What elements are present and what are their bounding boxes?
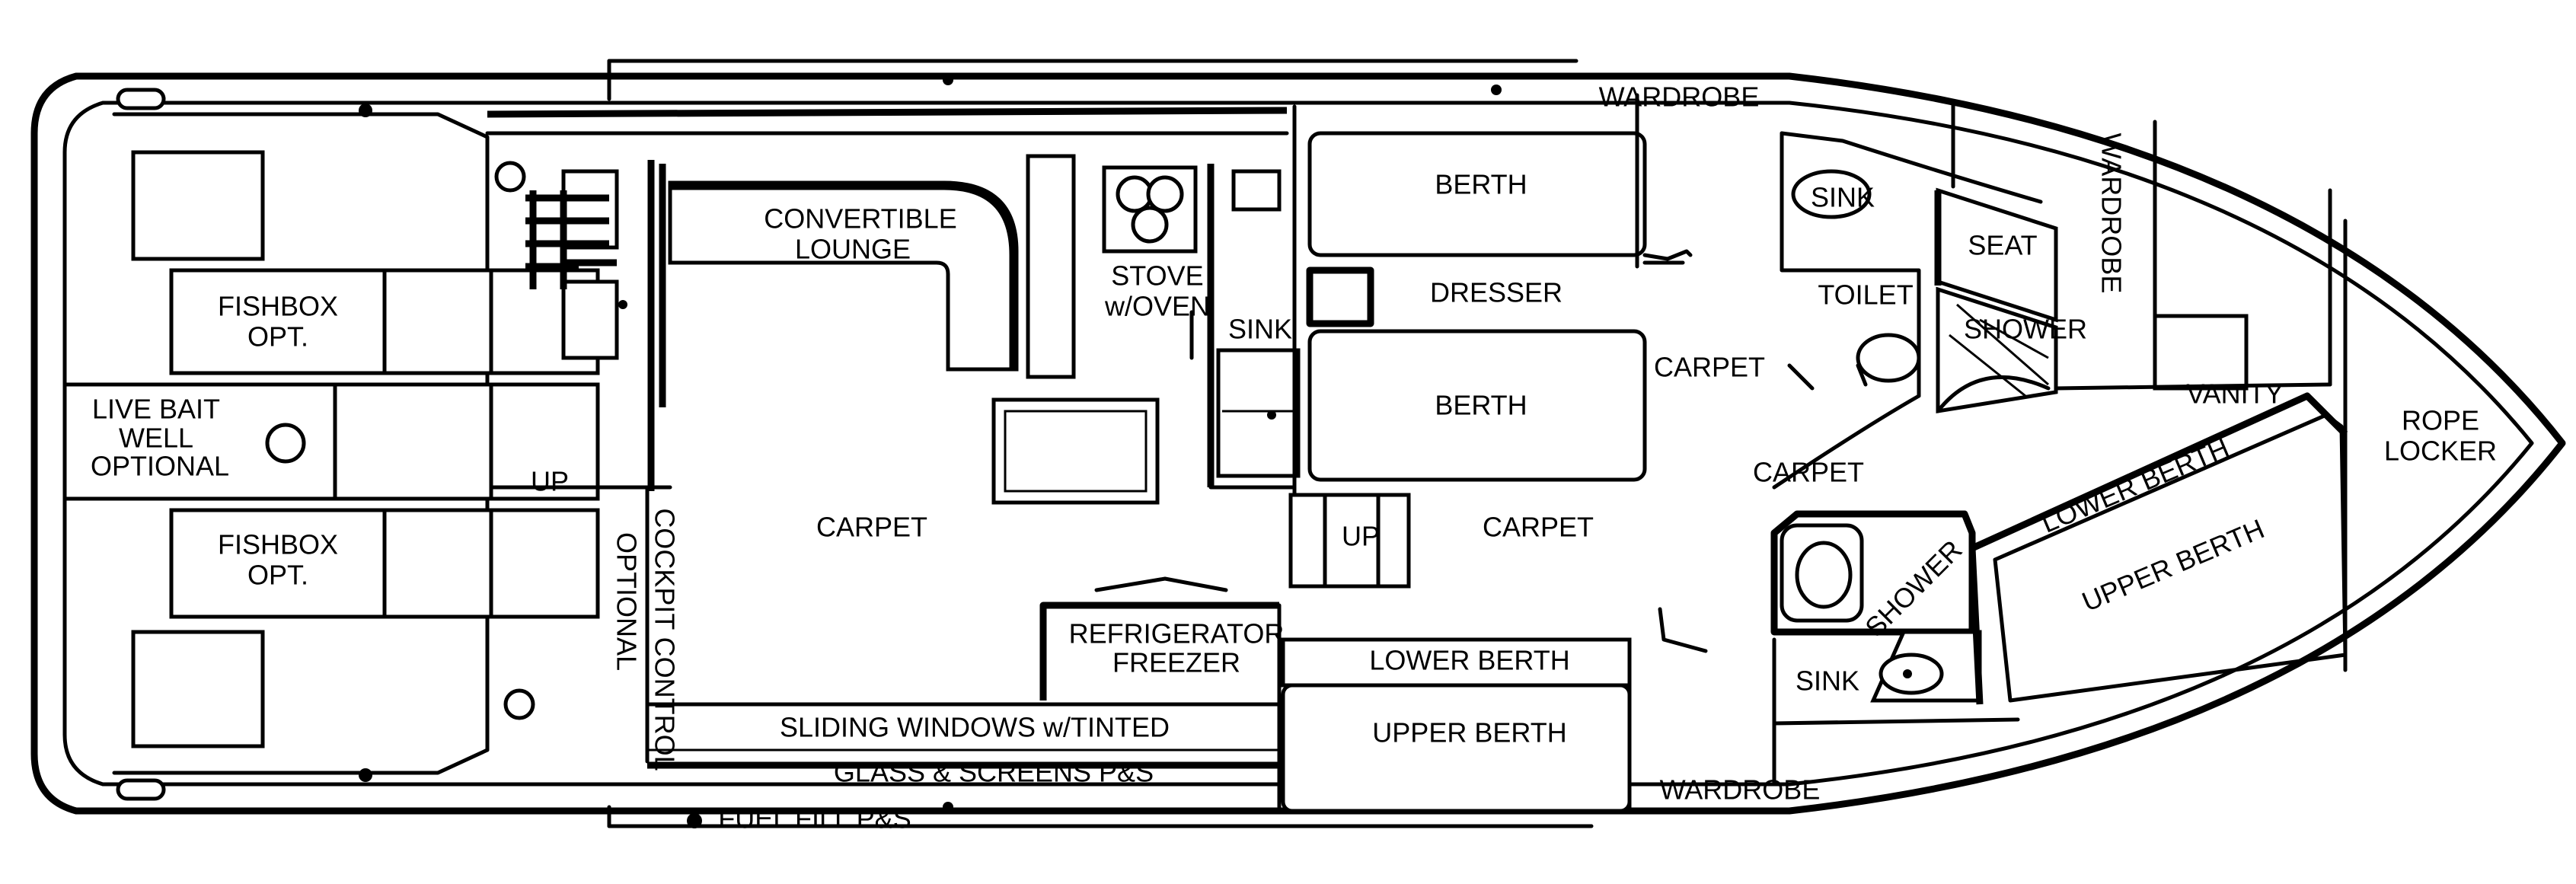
label-fishbox-1a: FISHBOX [218, 291, 338, 322]
label-up-salon: UP [1342, 521, 1380, 552]
label-convertible-lounge-2: LOUNGE [795, 234, 911, 265]
label-upper-berth-fwd: UPPER BERTH [2077, 512, 2268, 618]
mid-cabin [1277, 104, 1708, 813]
label-up-cockpit: UP [531, 466, 569, 497]
label-refrigerator-2: FREEZER [1112, 647, 1240, 678]
fwd-stateroom [1770, 392, 2348, 787]
label-glass-screens: GLASS & SCREENS P&S [834, 757, 1154, 788]
label-lower-berth-fwd: LOWER BERTH [2037, 432, 2233, 539]
label-carpet-salon: CARPET [816, 512, 927, 543]
label-seat: SEAT [1968, 230, 2037, 261]
label-berth-top: BERTH [1435, 169, 1527, 200]
label-sink-galley: SINK [1228, 314, 1292, 345]
label-cockpit-control-2: OPTIONAL [611, 532, 642, 671]
label-wardrobe-bottom: WARDROBE [1660, 774, 1821, 806]
label-shower-fwd: SHOWER [1964, 314, 2087, 345]
label-sink-aft: SINK [1796, 665, 1859, 697]
label-fishbox-1b: OPT. [247, 321, 308, 353]
label-upper-berth-aft: UPPER BERTH [1372, 717, 1566, 748]
label-toilet: TOILET [1818, 279, 1913, 311]
label-berth-mid: BERTH [1435, 390, 1527, 421]
label-dresser: DRESSER [1430, 277, 1563, 308]
label-sliding-windows: SLIDING WINDOWS w/TINTED [780, 712, 1170, 743]
label-fishbox-2b: OPT. [247, 560, 308, 591]
label-rope-locker-2: LOCKER [2384, 436, 2497, 467]
label-convertible-lounge-1: CONVERTIBLE [764, 203, 956, 235]
salon [485, 59, 1594, 828]
label-shower-aft: SHOWER [1859, 534, 1968, 643]
cockpit [62, 112, 672, 775]
label-wardrobe-fwd: WARDROBE [2096, 133, 2127, 294]
label-live-bait-3: OPTIONAL [91, 451, 229, 482]
label-fishbox-2a: FISHBOX [218, 529, 338, 560]
label-sink-head: SINK [1811, 182, 1875, 213]
label-lower-berth-aft: LOWER BERTH [1369, 645, 1569, 676]
label-refrigerator-1: REFRIGERATOR [1069, 618, 1285, 649]
label-live-bait-2: WELL [119, 423, 193, 454]
label-rope-locker-1: ROPE [2402, 405, 2479, 436]
label-wardrobe-top: WARDROBE [1599, 81, 1760, 113]
label-cockpit-control-1: COCKPIT CONTROL [649, 508, 680, 771]
label-stove-1: STOVE [1111, 260, 1203, 292]
label-vanity: VANITY [2186, 378, 2283, 410]
label-stove-2: w/OVEN [1104, 291, 1210, 322]
label-carpet-mid: CARPET [1483, 512, 1594, 543]
label-fuel-fill: FUEL FILL P&S [718, 803, 911, 835]
label-live-bait-1: LIVE BAIT [92, 394, 220, 425]
label-carpet-fwd-2: CARPET [1753, 457, 1864, 488]
label-carpet-fwd-1: CARPET [1654, 352, 1765, 383]
